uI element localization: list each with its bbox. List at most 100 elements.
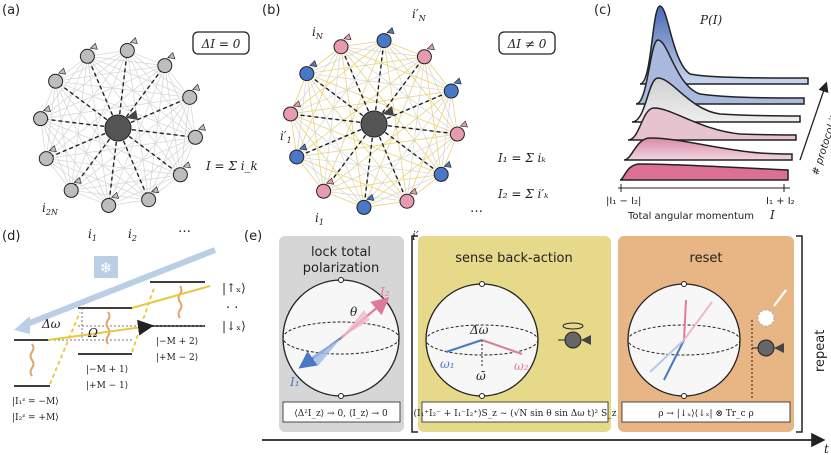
spin-arrow-icon: [48, 145, 57, 152]
spin-arrow-icon: [197, 123, 206, 131]
spin-arrow-icon: [343, 33, 352, 41]
nuclear-spin: [187, 129, 203, 145]
dots-a: …: [178, 221, 191, 236]
label-ipN: i′N: [412, 7, 427, 23]
spin-arrow-icon: [192, 83, 201, 91]
panel-b: (b) ΔI ≠ 0 I₁ = Σ iₖ I₂ = Σ i′ₖ iN i′N i…: [262, 3, 556, 255]
coupling-edge: [108, 65, 166, 206]
spin-arrow-icon: [453, 77, 462, 85]
spin-arrow-icon: [167, 52, 176, 59]
hub-link: [363, 123, 375, 208]
hub-link: [296, 123, 375, 158]
hub-link: [290, 113, 375, 125]
panel-b-label: (b): [262, 3, 280, 18]
panel-c: (c) |I₁ − I₂| I₁ + I₂ Total angular mome…: [594, 3, 831, 222]
hub-link: [117, 127, 150, 201]
nuclear-spin: [182, 89, 198, 105]
coupling-edge: [323, 46, 342, 192]
label-iN: iN: [312, 25, 324, 41]
nuclear-spin: [38, 151, 54, 167]
coupling-edge: [126, 50, 150, 200]
emission-icon: [773, 289, 787, 307]
nuclear-spin: [289, 149, 305, 165]
delta-omega-d: Δω: [41, 317, 61, 331]
hub-link: [86, 55, 119, 129]
pole-top-1: [338, 277, 344, 283]
hub-link: [306, 73, 375, 125]
xlabel-c: Total angular momentum: [627, 211, 754, 222]
I1-cone: [312, 338, 341, 366]
bracket-left: [411, 235, 418, 433]
coupling-edge: [340, 46, 452, 92]
network-a: [33, 37, 206, 213]
coupling-edge: [46, 65, 166, 159]
coupling-edge: [306, 73, 458, 135]
hub-link: [117, 127, 181, 176]
I1-label: I₁: [289, 375, 300, 389]
coupling-edge: [306, 73, 408, 202]
dots-b: …: [470, 201, 483, 216]
spin-arrow-icon: [426, 43, 435, 51]
formula-b1: I₁ = Σ iₖ: [497, 151, 546, 165]
w1-label: ω₁: [440, 357, 455, 371]
panel-a-label: (a): [2, 3, 20, 18]
precession-ring: [562, 322, 584, 330]
coupling-edge: [306, 73, 365, 208]
nuclear-spin: [79, 48, 95, 64]
step1-title2: polarization: [303, 261, 379, 276]
bracket-right: [796, 235, 803, 433]
coupling-edge: [296, 133, 458, 158]
step2-title: sense back-action: [455, 251, 573, 266]
coupling-edge: [70, 97, 190, 191]
down-state: |↓ₓ⟩: [222, 319, 246, 333]
nuclear-spin: [48, 73, 64, 89]
hub-link: [55, 80, 119, 129]
step1-title1: lock total: [311, 245, 371, 260]
nuclear-spin: [333, 39, 349, 55]
central-electron: [104, 114, 132, 142]
label-ip1: i′1: [280, 129, 292, 145]
reset-pink-faint: [683, 301, 713, 341]
step3-formula: ρ → |↓ₓ⟩⟨↓ₓ| ⊗ Tr_c ρ: [658, 409, 754, 419]
trans-4: [131, 285, 211, 309]
spin-arrow-icon: [366, 193, 375, 201]
coupling-edge: [340, 46, 365, 208]
pole-top-3: [681, 281, 687, 287]
coupling-edge: [290, 113, 442, 175]
nuclear-spin: [299, 66, 315, 82]
step1-formula: ⟨Δ²I_z⟩ → 0, ⟨I_z⟩ → 0: [294, 409, 388, 419]
electron-arrow-icon: [581, 335, 591, 345]
I2-cone: [341, 310, 370, 338]
step3-title: reset: [690, 251, 723, 266]
spin-arrow-icon: [129, 37, 138, 44]
cooling-arrow: [20, 247, 217, 329]
coupling-edge: [55, 81, 72, 191]
nuclear-spin: [376, 33, 392, 49]
central-electron: [360, 110, 388, 138]
coupling-edge: [45, 56, 88, 159]
trans-3: [47, 319, 154, 341]
coupling-edge: [46, 136, 196, 160]
electron-icon: [564, 331, 582, 349]
nuclear-spin: [101, 197, 117, 213]
w1-vector: [445, 339, 483, 353]
nuclear-spin: [63, 182, 79, 198]
cooling-arrow-head: [14, 316, 30, 334]
spin-arrow-icon: [386, 27, 395, 34]
pole-bottom-3: [681, 393, 687, 399]
w2-label: ω₂: [514, 359, 529, 373]
omega-d: Ω: [87, 326, 98, 340]
spin-arrow-icon: [325, 177, 335, 185]
network-b: [283, 27, 468, 215]
coupling-edge: [87, 55, 190, 98]
spin-arrow-icon: [182, 161, 191, 169]
spin-arrow-icon: [292, 100, 302, 108]
hub-link: [373, 123, 458, 135]
nuclear-spin: [356, 199, 372, 215]
panel-a: (a) ΔI = 0 I = Σ i_k i2N i1 i2 …: [2, 3, 258, 243]
hub-link: [373, 123, 442, 175]
coupling-edge: [55, 80, 196, 138]
panel-d-label: (d): [2, 229, 20, 244]
decay-left: [29, 343, 35, 377]
